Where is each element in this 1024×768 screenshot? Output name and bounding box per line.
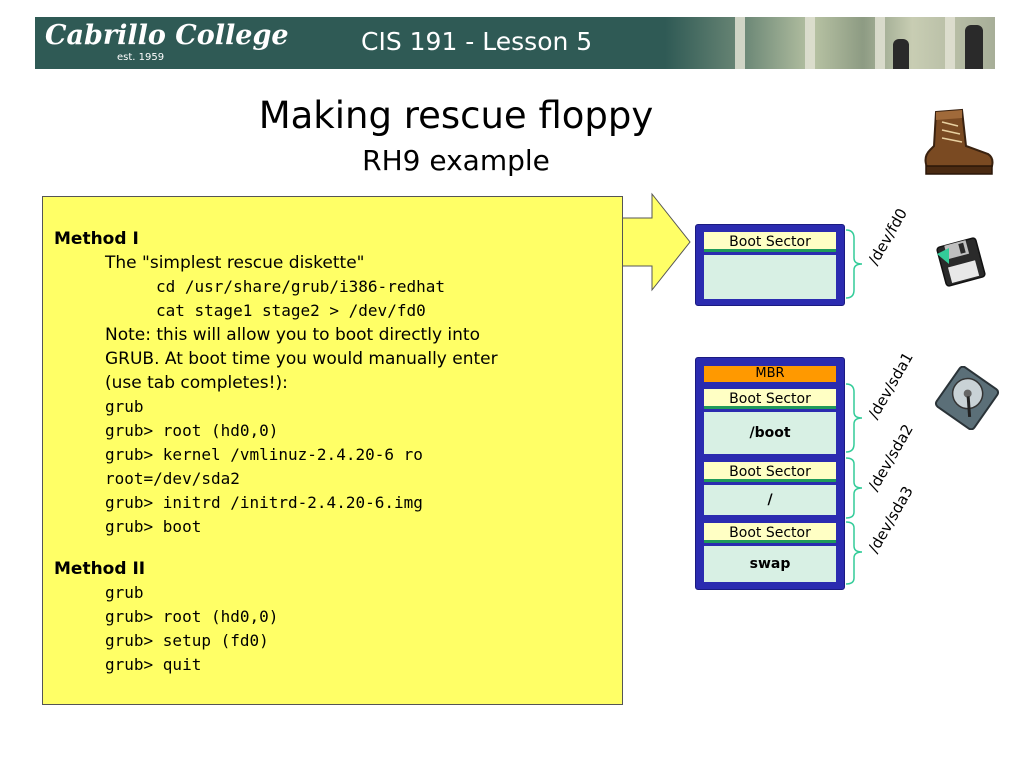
command-line: grub> root (hd0,0)	[105, 421, 279, 440]
arrow-right-icon	[618, 192, 691, 292]
command-line: root=/dev/sda2	[105, 469, 240, 488]
command-line: grub> kernel /vmlinuz-2.4.20-6 ro	[105, 445, 423, 464]
method-box: Method I The "simplest rescue diskette" …	[42, 196, 623, 705]
note-line: GRUB. At boot time you would manually en…	[105, 349, 498, 369]
command-line: grub	[105, 397, 144, 416]
floppy-disk-icon	[936, 237, 986, 287]
command-line: grub> initrd /initrd-2.4.20-6.img	[105, 493, 423, 512]
header-banner: Cabrillo College est. 1959 CIS 191 - Les…	[35, 17, 995, 69]
sda1-label: /dev/sda1	[864, 349, 917, 422]
campus-photo	[665, 17, 995, 69]
lesson-title: CIS 191 - Lesson 5	[361, 27, 593, 56]
method-1-heading: Method I	[54, 229, 139, 249]
command-line: grub> root (hd0,0)	[105, 607, 279, 626]
sda1-partition: /boot	[704, 412, 836, 454]
command-line: grub	[105, 583, 144, 602]
hard-drive-icon	[934, 366, 1000, 430]
sda2-partition: /	[704, 485, 836, 515]
sda1-boot-sector: Boot Sector	[704, 389, 836, 409]
sda2-label: /dev/sda2	[864, 421, 917, 494]
page-title: Making rescue floppy	[258, 94, 654, 137]
sda3-bracket	[845, 521, 863, 585]
method-2-heading: Method II	[54, 559, 146, 579]
hard-disk-diagram: MBR Boot Sector /boot Boot Sector / Boot…	[695, 357, 845, 590]
command-line: grub> setup (fd0)	[105, 631, 269, 650]
command-line: grub> quit	[105, 655, 202, 674]
command-line: cat stage1 stage2 > /dev/fd0	[156, 301, 426, 320]
floppy-boot-sector: Boot Sector	[704, 232, 836, 252]
device-brackets	[845, 229, 863, 585]
sda2-boot-sector: Boot Sector	[704, 462, 836, 482]
note-line: (use tab completes!):	[105, 373, 288, 393]
method-1-description: The "simplest rescue diskette"	[105, 253, 365, 273]
sda1-bracket	[845, 383, 863, 453]
command-line: grub> boot	[105, 517, 202, 536]
fd0-bracket	[845, 229, 863, 299]
mbr-block: MBR	[704, 366, 836, 382]
floppy-disk-diagram: Boot Sector	[695, 224, 845, 306]
logo-year: est. 1959	[117, 52, 165, 63]
fd0-label: /dev/fd0	[864, 205, 912, 268]
sda3-partition: swap	[704, 546, 836, 582]
sda3-label: /dev/sda3	[864, 483, 917, 556]
boot-icon	[924, 108, 994, 175]
sda2-bracket	[845, 457, 863, 519]
page-subtitle: RH9 example	[362, 144, 550, 177]
sda3-boot-sector: Boot Sector	[704, 523, 836, 543]
floppy-data-area	[704, 255, 836, 299]
command-line: cd /usr/share/grub/i386-redhat	[156, 277, 445, 296]
note-line: Note: this will allow you to boot direct…	[105, 325, 480, 345]
college-logo: Cabrillo College	[45, 20, 289, 51]
